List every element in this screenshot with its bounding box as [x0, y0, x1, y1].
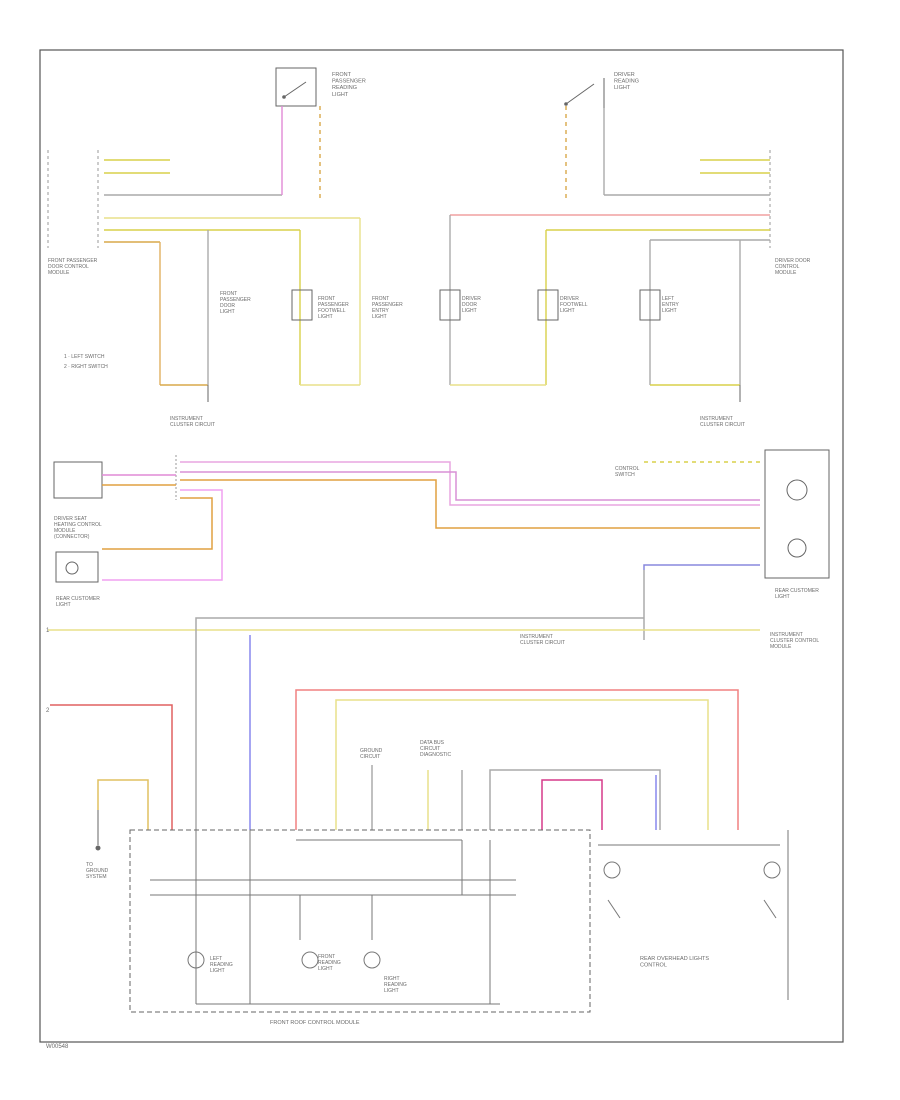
- ground-left: [95, 810, 101, 851]
- legend-2: 2 · RIGHT SWITCH: [64, 364, 108, 370]
- upper-left-switch: [275, 67, 317, 107]
- front-roof-module-title: FRONT ROOF CONTROL MODULE: [270, 1020, 360, 1026]
- left-stub-1: 1: [46, 628, 50, 634]
- mid-left-module-box: [53, 461, 103, 499]
- mid-wires: [48, 461, 760, 640]
- diagram-border: [39, 49, 844, 1043]
- upper-grounds: [207, 385, 741, 402]
- left-stub-2: 2: [46, 708, 50, 714]
- mid-right-module: [764, 449, 830, 579]
- left-connector-bracket: [47, 150, 99, 248]
- module-internals: [150, 830, 516, 1005]
- upper-wires: [104, 106, 770, 386]
- diagram-code: W00548: [46, 1044, 69, 1050]
- front-roof-module-box: [129, 829, 591, 1013]
- upper-lamp-boxes: [291, 289, 661, 321]
- mid-left-lamp: [55, 551, 99, 583]
- rear-overhead-unit: [598, 830, 789, 1000]
- upper-right-switch: [564, 78, 605, 108]
- legend-1: 1 · LEFT SWITCH: [64, 354, 105, 360]
- lower-wires: [50, 617, 739, 830]
